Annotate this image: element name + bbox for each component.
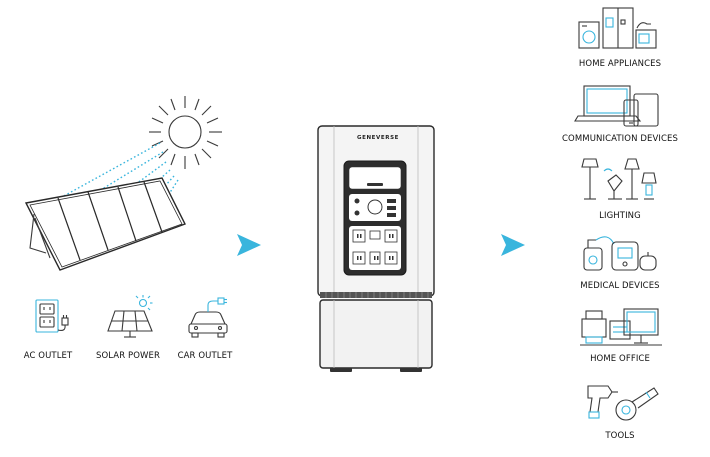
device-brand-logo: GENEVERSE <box>357 135 399 141</box>
power-station-device <box>317 125 435 372</box>
output-label-communication-devices: COMMUNICATION DEVICES <box>562 134 678 144</box>
output-label-home-office: HOME OFFICE <box>590 354 650 364</box>
solar-panel <box>24 177 186 271</box>
output-label-home-appliances: HOME APPLIANCES <box>578 59 662 69</box>
home-office-icon <box>580 308 662 346</box>
arrow-right-icon <box>501 234 525 256</box>
medical-devices-icon <box>583 236 657 271</box>
tools-icon <box>587 385 659 421</box>
output-label-medical-devices: MEDICAL DEVICES <box>580 281 660 291</box>
output-label-lighting: LIGHTING <box>599 211 641 221</box>
arrow-right-icon <box>237 234 261 256</box>
source-label-car-outlet: CAR OUTLET <box>177 351 233 361</box>
source-label-ac-outlet: AC OUTLET <box>23 351 73 361</box>
lighting-icon <box>581 158 657 200</box>
car-outlet-icon <box>188 297 228 338</box>
source-label-solar-power: SOLAR POWER <box>95 351 161 361</box>
sun-icon <box>149 96 222 169</box>
home-appliances-icon <box>578 7 657 49</box>
output-label-tools: TOOLS <box>605 431 635 441</box>
solar-power-icon <box>107 295 153 338</box>
communication-devices-icon <box>574 85 659 127</box>
ac-outlet-icon <box>35 299 69 333</box>
